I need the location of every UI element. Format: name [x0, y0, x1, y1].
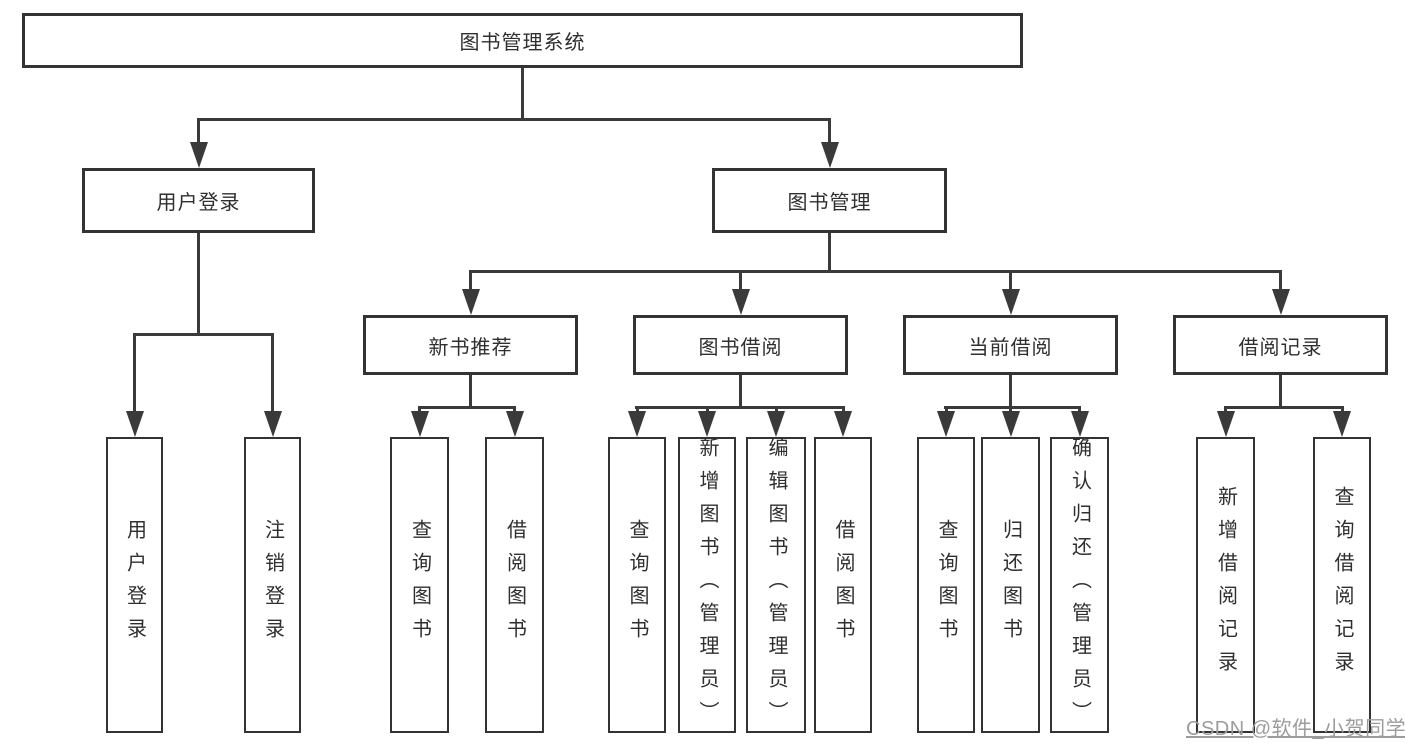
leaf-current-return-books: 归还图书 — [981, 437, 1040, 733]
connector-drop — [513, 406, 516, 414]
connector-stem — [197, 233, 200, 335]
connector-drop — [1224, 406, 1227, 414]
arrowhead-icon — [410, 411, 429, 437]
connector-drop — [271, 333, 274, 413]
connector-stem — [739, 375, 742, 408]
connector-stem — [469, 375, 472, 408]
arrowhead-icon — [937, 411, 955, 437]
node-book-borrow: 图书借阅 — [633, 315, 848, 375]
arrowhead-icon — [731, 289, 750, 315]
arrowhead-icon — [698, 411, 716, 437]
arrowhead-icon — [461, 289, 480, 315]
connector-stem — [1279, 375, 1282, 408]
arrowhead-icon — [1001, 411, 1020, 437]
arrowhead-icon — [834, 411, 852, 437]
leaf-borrow-edit-books-admin: 编辑图书（管理员） — [746, 437, 806, 734]
connector-rail — [635, 406, 845, 409]
node-borrow-records: 借阅记录 — [1173, 315, 1388, 375]
connector-rail — [469, 270, 1282, 273]
connector-drop — [469, 270, 472, 293]
arrowhead-icon — [767, 411, 785, 437]
arrowhead-icon — [1070, 411, 1089, 437]
connector-drop — [774, 406, 778, 414]
leaf-current-confirm-return-admin: 确认归还（管理员） — [1050, 437, 1109, 734]
node-root: 图书管理系统 — [22, 13, 1023, 68]
arrowhead-icon — [189, 142, 208, 168]
arrowhead-icon — [820, 142, 839, 168]
connector-rail — [133, 333, 274, 336]
node-current-borrow: 当前借阅 — [903, 315, 1118, 375]
connector-drop — [1009, 406, 1012, 414]
connector-drop — [1279, 270, 1282, 293]
connector-rail — [1224, 406, 1344, 409]
connector-drop — [841, 406, 845, 414]
arrowhead-icon — [505, 411, 524, 437]
node-book-management: 图书管理 — [712, 168, 947, 233]
connector-rail — [197, 118, 830, 121]
leaf-logout-login: 注销登录 — [244, 437, 301, 733]
arrowhead-icon — [1271, 289, 1290, 315]
connector-stem — [521, 68, 524, 120]
arrowhead-icon — [1216, 411, 1235, 437]
connector-drop — [1078, 406, 1081, 414]
connector-drop — [705, 406, 709, 414]
connector-drop — [197, 118, 200, 146]
connector-stem — [1009, 375, 1012, 408]
leaf-records-query-borrow-record: 查询借阅记录 — [1313, 437, 1371, 733]
arrowhead-icon — [125, 411, 144, 437]
leaf-borrow-borrow-books: 借阅图书 — [814, 437, 872, 733]
connector-drop — [1340, 406, 1344, 414]
connector-rail — [418, 406, 516, 409]
connector-drop — [418, 406, 421, 414]
connector-drop — [1009, 270, 1012, 293]
connector-drop — [635, 406, 639, 414]
leaf-records-add-borrow-record: 新增借阅记录 — [1196, 437, 1255, 733]
leaf-current-query-books: 查询图书 — [917, 437, 975, 733]
connector-drop — [944, 406, 948, 414]
connector-drop — [133, 333, 136, 413]
node-user-login: 用户登录 — [82, 168, 315, 233]
csdn-watermark: CSDN @软件_小贺同学 — [1186, 718, 1405, 740]
arrowhead-icon — [628, 411, 646, 437]
connector-drop — [739, 270, 742, 293]
connector-stem — [828, 233, 831, 273]
connector-drop — [828, 118, 831, 146]
arrowhead-icon — [1001, 289, 1020, 315]
arrowhead-icon — [263, 411, 282, 437]
leaf-borrow-add-books-admin: 新增图书（管理员） — [678, 437, 736, 734]
node-new-book-recommend: 新书推荐 — [363, 315, 578, 375]
leaf-borrow-query-books: 查询图书 — [608, 437, 666, 733]
arrowhead-icon — [1333, 411, 1351, 437]
leaf-newbook-borrow-books: 借阅图书 — [485, 437, 544, 733]
connector-rail — [944, 406, 1081, 409]
leaf-user-login: 用户登录 — [106, 437, 163, 733]
leaf-newbook-query-books: 查询图书 — [390, 437, 449, 733]
